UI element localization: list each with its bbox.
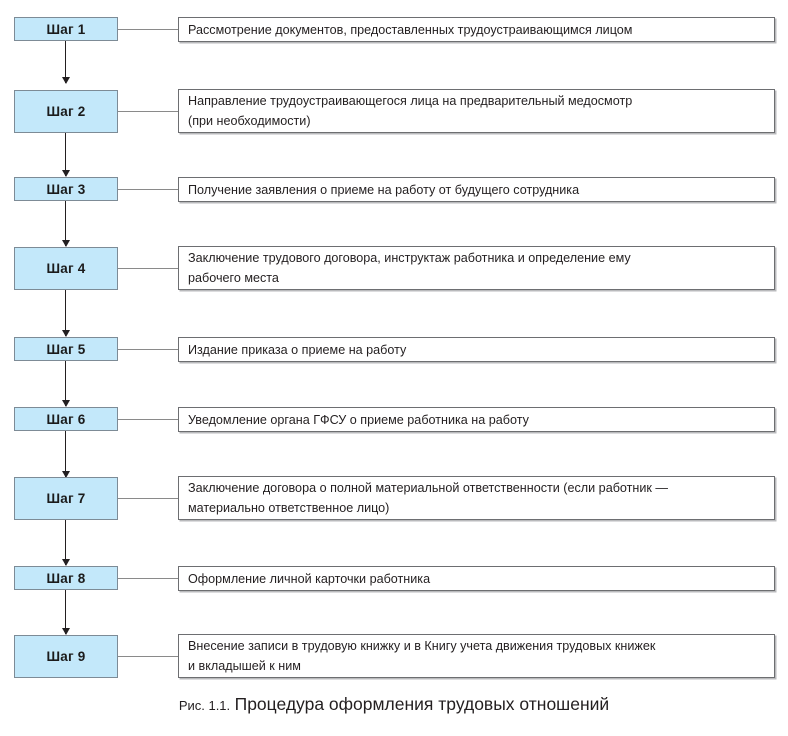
description-box-3: Получение заявления о приеме на работу о… [178, 177, 775, 202]
connector-step-2-to-text-2 [118, 111, 178, 112]
description-line-9-2: и вкладышей к ним [188, 659, 301, 673]
description-box-4: Заключение трудового договора, инструкта… [178, 246, 775, 290]
description-box-1: Рассмотрение документов, предоставленных… [178, 17, 775, 42]
arrow-step-7-to-step-8 [61, 520, 70, 566]
step-box-9[interactable]: Шаг 9 [14, 635, 118, 678]
step-label-4: Шаг 4 [46, 261, 86, 276]
description-line-5-1: Издание приказа о приеме на работу [188, 342, 407, 357]
figure-caption: Рис. 1.1. Процедура оформления трудовых … [0, 694, 788, 715]
step-label-1: Шаг 1 [46, 21, 86, 37]
connector-step-7-to-text-7 [118, 498, 178, 499]
description-line-8-1: Оформление личной карточки работника [188, 571, 431, 586]
figure-caption-number: Рис. 1.1. [178, 698, 231, 713]
step-box-8[interactable]: Шаг 8 [14, 566, 118, 590]
step-label-9: Шаг 9 [46, 649, 86, 664]
description-line-2-2: (при необходимости) [188, 114, 311, 128]
description-box-9: Внесение записи в трудовую книжку и в Кн… [178, 634, 775, 678]
description-line-1-1: Рассмотрение документов, предоставленных… [188, 22, 633, 37]
description-line-9-1: Внесение записи в трудовую книжку и в Кн… [188, 639, 656, 653]
description-line-7-1: Заключение договора о полной материально… [188, 481, 668, 495]
arrow-step-8-to-step-9 [61, 590, 70, 635]
arrow-step-3-to-step-4 [61, 201, 70, 247]
arrow-step-4-to-step-5 [61, 290, 70, 337]
connector-step-6-to-text-6 [118, 419, 178, 420]
description-line-7-2: материально ответственное лицо) [188, 501, 390, 515]
description-box-7: Заключение договора о полной материально… [178, 476, 775, 520]
connector-step-8-to-text-8 [118, 578, 178, 579]
step-box-7[interactable]: Шаг 7 [14, 477, 118, 520]
step-label-8: Шаг 8 [46, 570, 86, 586]
step-label-5: Шаг 5 [46, 341, 86, 357]
connector-step-1-to-text-1 [118, 29, 178, 30]
description-line-2-1: Направление трудоустраивающегося лица на… [188, 94, 633, 108]
connector-step-4-to-text-4 [118, 268, 178, 269]
step-box-6[interactable]: Шаг 6 [14, 407, 118, 431]
description-line-6-1: Уведомление органа ГФСУ о приеме работни… [188, 412, 529, 427]
description-box-5: Издание приказа о приеме на работу [178, 337, 775, 362]
connector-step-3-to-text-3 [118, 189, 178, 190]
arrow-step-5-to-step-6 [61, 361, 70, 407]
step-box-4[interactable]: Шаг 4 [14, 247, 118, 290]
description-box-2: Направление трудоустраивающегося лица на… [178, 89, 775, 133]
arrow-step-6-to-step-7 [61, 431, 70, 478]
connector-step-9-to-text-9 [118, 656, 178, 657]
description-line-4-2: рабочего места [188, 271, 279, 285]
step-box-3[interactable]: Шаг 3 [14, 177, 118, 201]
step-label-7: Шаг 7 [46, 491, 86, 506]
description-line-4-1: Заключение трудового договора, инструкта… [188, 251, 631, 265]
step-label-6: Шаг 6 [46, 411, 86, 427]
description-line-3-1: Получение заявления о приеме на работу о… [188, 182, 580, 197]
step-box-1[interactable]: Шаг 1 [14, 17, 118, 41]
step-label-2: Шаг 2 [46, 104, 86, 119]
figure-caption-title: Процедура оформления трудовых отношений [234, 694, 610, 714]
arrow-step-2-to-step-3 [61, 133, 70, 177]
arrow-step-1-to-step-2 [61, 41, 70, 84]
description-box-8: Оформление личной карточки работника [178, 566, 775, 591]
description-box-6: Уведомление органа ГФСУ о приеме работни… [178, 407, 775, 432]
step-box-2[interactable]: Шаг 2 [14, 90, 118, 133]
connector-step-5-to-text-5 [118, 349, 178, 350]
step-box-5[interactable]: Шаг 5 [14, 337, 118, 361]
step-label-3: Шаг 3 [46, 181, 86, 197]
